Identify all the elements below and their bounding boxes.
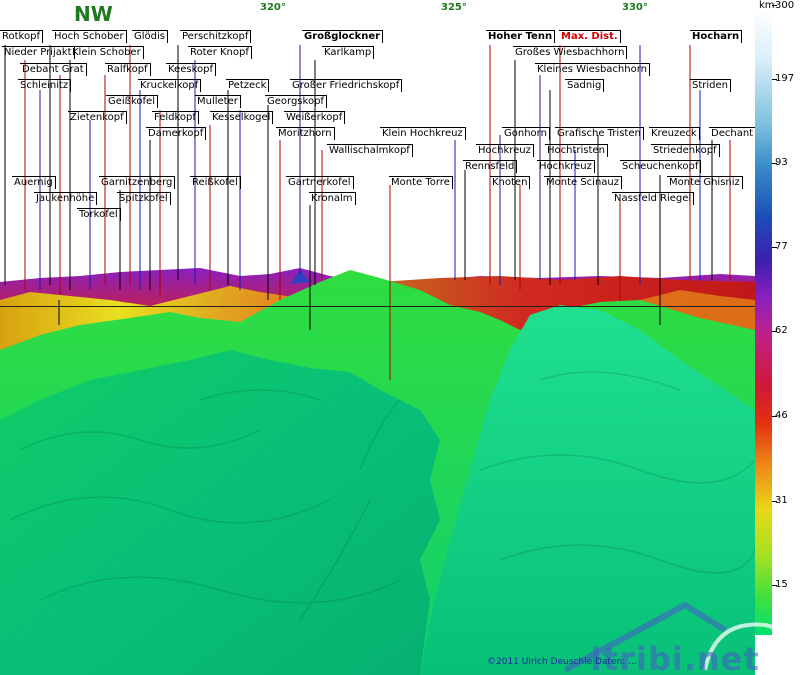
scale-tick [772, 501, 777, 502]
scale-tick [772, 163, 777, 164]
peak-label[interactable]: Hochtristen [545, 144, 608, 157]
blue-peak [290, 270, 310, 284]
degree-label-325: 325° [441, 2, 467, 13]
max-dist-label[interactable]: Max. Dist. [559, 30, 621, 43]
peak-label[interactable]: Ralfkopf [105, 63, 151, 76]
peak-label[interactable]: Hochkreuz [537, 160, 595, 173]
peak-label[interactable]: Nassfeld Riegel [612, 192, 695, 205]
peak-label[interactable]: Schleinitz [18, 79, 72, 92]
scale-tick [772, 331, 777, 332]
scale-label: 93 [775, 157, 788, 168]
scale-tick [772, 79, 777, 80]
site-logo-text: Itribi.net [590, 640, 760, 675]
degree-label-320: 320° [260, 2, 286, 13]
peak-label[interactable]: Klein Hochkreuz [380, 127, 466, 140]
near-terrain-left [0, 350, 440, 675]
peak-label[interactable]: Großer Friedrichskopf [290, 79, 403, 92]
peak-label[interactable]: Dechant [709, 127, 757, 140]
peak-label[interactable]: Gartnerkofel [286, 176, 354, 189]
peak-label[interactable]: Rennsfeld [463, 160, 518, 173]
peak-label[interactable]: Grafische Tristen [555, 127, 644, 140]
peak-leader-lines [4, 45, 731, 380]
peak-label[interactable]: Feldkopf [152, 111, 199, 124]
peak-label[interactable]: Hochkreuz [476, 144, 534, 157]
scale-tick [772, 247, 777, 248]
peak-label[interactable]: Hoch Schober [52, 30, 127, 43]
peak-label[interactable]: Debant Grat [20, 63, 87, 76]
peak-label[interactable]: Wallischalmkopf [327, 144, 413, 157]
peak-label[interactable]: Monte Scinauz [544, 176, 623, 189]
scale-label: 15 [775, 579, 788, 590]
peak-label[interactable]: Glödis [132, 30, 168, 43]
peak-label[interactable]: Garnitzenberg [99, 176, 176, 189]
peak-label[interactable]: Geißkofel [106, 95, 158, 108]
peak-label[interactable]: Klein Schober [70, 46, 144, 59]
scale-label: 197 [775, 73, 795, 84]
peak-label[interactable]: Monte Ghisniz [667, 176, 743, 189]
peak-label[interactable]: Kronalm [309, 192, 356, 205]
peak-label[interactable]: Striedenkopf [651, 144, 720, 157]
degree-label-330: 330° [622, 2, 648, 13]
horizon-line [0, 306, 755, 307]
peak-label[interactable]: Kesselkogel [210, 111, 274, 124]
near-terrain-right [420, 305, 755, 675]
scale-unit: km [759, 0, 775, 11]
scale-label: 31 [775, 495, 788, 506]
peak-label[interactable]: Hocharn [690, 30, 743, 43]
peak-label[interactable]: Kruckelkopf [138, 79, 202, 92]
peak-label[interactable]: Nieder Prijakt [2, 46, 75, 59]
terrain-shading [9, 371, 755, 621]
peak-label[interactable]: Rotkopf [0, 30, 43, 43]
peak-label[interactable]: Gonhorn [502, 127, 550, 140]
peak-label[interactable]: Kleines Wiesbachhorn [535, 63, 650, 76]
peak-label[interactable]: Striden [690, 79, 731, 92]
scale-tick [772, 416, 777, 417]
peak-label[interactable]: Moritzhorn [276, 127, 335, 140]
scale-label: 300 [775, 0, 795, 11]
peak-label[interactable]: Perschitzkopf [180, 30, 252, 43]
peak-label[interactable]: Reißkofel [190, 176, 241, 189]
site-logo-icon [565, 601, 795, 675]
peak-label[interactable]: Jaukenhöhe [34, 192, 98, 205]
peak-label[interactable]: Scheuchenkopf [620, 160, 702, 173]
peak-label[interactable]: Karlkamp [322, 46, 375, 59]
peak-label[interactable]: Keeskopf [166, 63, 216, 76]
peak-label[interactable]: Mulleter [195, 95, 241, 108]
scale-tick [772, 5, 777, 6]
direction-label: NW [74, 2, 113, 26]
peak-label[interactable]: Petzeck [226, 79, 270, 92]
distance-scale: km 300 197 93 77 62 46 31 15 [755, 0, 800, 675]
scale-label: 62 [775, 325, 788, 336]
peak-label[interactable]: Kreuzeck [649, 127, 700, 140]
scale-label: 77 [775, 241, 788, 252]
peak-label[interactable]: Torkofel [77, 208, 121, 221]
copyright-credit[interactable]: ©2011 Ulrich Deuschle Daten: ... [487, 657, 637, 667]
peak-label[interactable]: Roter Knopf [188, 46, 252, 59]
peak-label[interactable]: Weißerkopf [284, 111, 346, 124]
peak-label[interactable]: Auernig [12, 176, 56, 189]
peak-label[interactable]: Sadnig [565, 79, 605, 92]
distance-colorbar [755, 10, 772, 635]
peak-label[interactable]: Georgskopf [265, 95, 327, 108]
peak-label[interactable]: Großes Wiesbachhorn [513, 46, 628, 59]
peak-label[interactable]: Hoher Tenn [486, 30, 556, 43]
panorama-render [0, 45, 755, 675]
peak-label[interactable]: Monte Torre [389, 176, 453, 189]
peak-label[interactable]: Großglockner [302, 30, 384, 43]
peak-label[interactable]: Spitzkofel [117, 192, 171, 205]
scale-label: 46 [775, 410, 788, 421]
peak-label[interactable]: Zietenkopf [68, 111, 127, 124]
peak-label[interactable]: Knoten [490, 176, 531, 189]
scale-tick [772, 585, 777, 586]
peak-label[interactable]: Damerkopf [146, 127, 207, 140]
